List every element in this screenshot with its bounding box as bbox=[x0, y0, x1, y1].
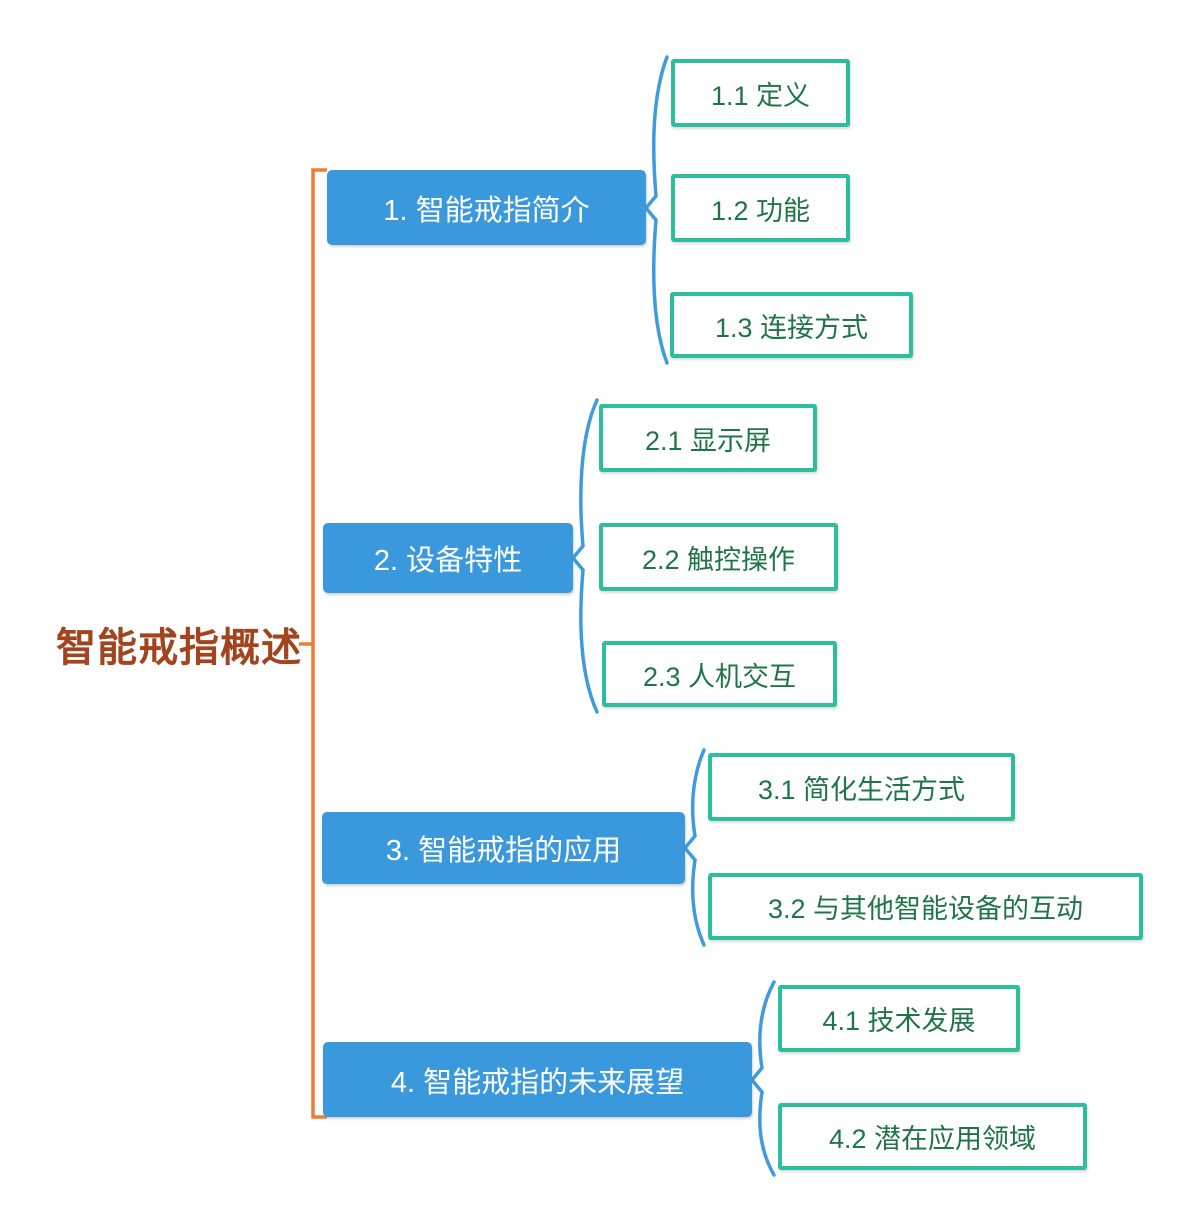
child-node-1-1[interactable]: 1.1 定义 bbox=[671, 59, 850, 127]
child-node-2-3[interactable]: 2.3 人机交互 bbox=[602, 641, 837, 707]
child-node-2-1[interactable]: 2.1 显示屏 bbox=[599, 404, 817, 472]
branch-node-1[interactable]: 1. 智能戒指简介 bbox=[327, 170, 646, 245]
child-node-3-1[interactable]: 3.1 简化生活方式 bbox=[708, 753, 1015, 821]
brace-branch-3 bbox=[682, 748, 706, 947]
child-node-1-3[interactable]: 1.3 连接方式 bbox=[670, 292, 913, 358]
child-node-4-2[interactable]: 4.2 潜在应用领域 bbox=[778, 1103, 1087, 1170]
branch-node-4[interactable]: 4. 智能戒指的未来展望 bbox=[323, 1042, 752, 1117]
root-node[interactable]: 智能戒指概述 bbox=[56, 626, 302, 670]
brace-branch-1 bbox=[643, 55, 669, 365]
trunk-bracket bbox=[311, 168, 327, 1119]
child-node-1-2[interactable]: 1.2 功能 bbox=[671, 174, 850, 242]
brace-branch-4 bbox=[749, 980, 776, 1177]
child-node-3-2[interactable]: 3.2 与其他智能设备的互动 bbox=[708, 873, 1143, 940]
branch-node-2[interactable]: 2. 设备特性 bbox=[323, 523, 573, 593]
child-node-4-1[interactable]: 4.1 技术发展 bbox=[778, 985, 1020, 1052]
child-node-2-2[interactable]: 2.2 触控操作 bbox=[599, 523, 838, 591]
branch-node-3[interactable]: 3. 智能戒指的应用 bbox=[322, 812, 685, 884]
brace-branch-2 bbox=[570, 398, 599, 714]
